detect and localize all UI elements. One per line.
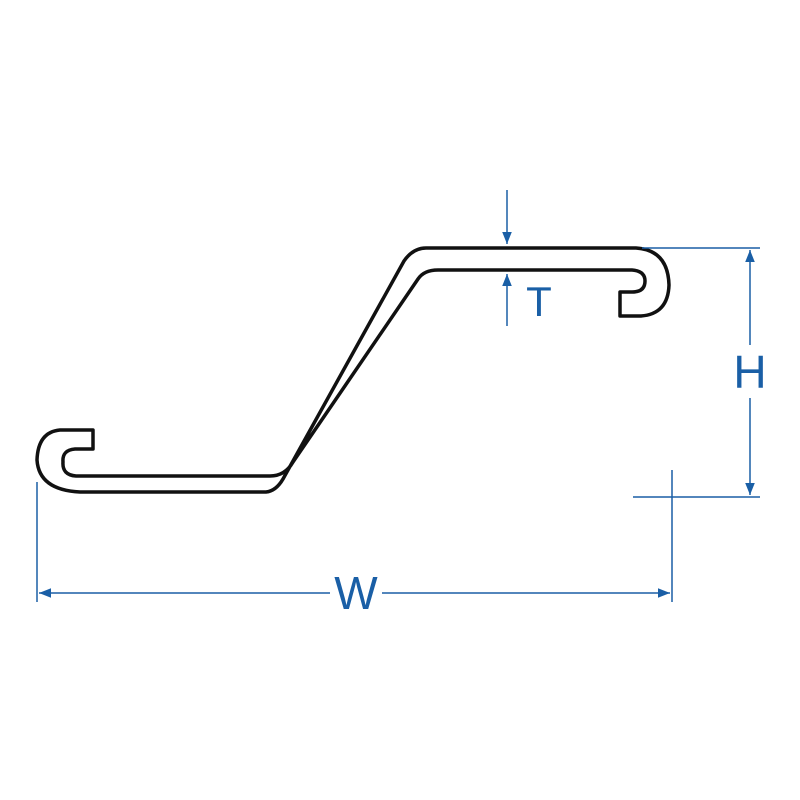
thickness-dimension: T bbox=[502, 190, 552, 326]
profile-outline bbox=[35, 246, 671, 494]
width-dimension: W bbox=[36, 470, 760, 619]
height-label: H bbox=[733, 346, 766, 398]
height-dimension: H bbox=[642, 247, 767, 495]
thickness-label: T bbox=[526, 278, 552, 325]
width-label: W bbox=[334, 567, 378, 619]
